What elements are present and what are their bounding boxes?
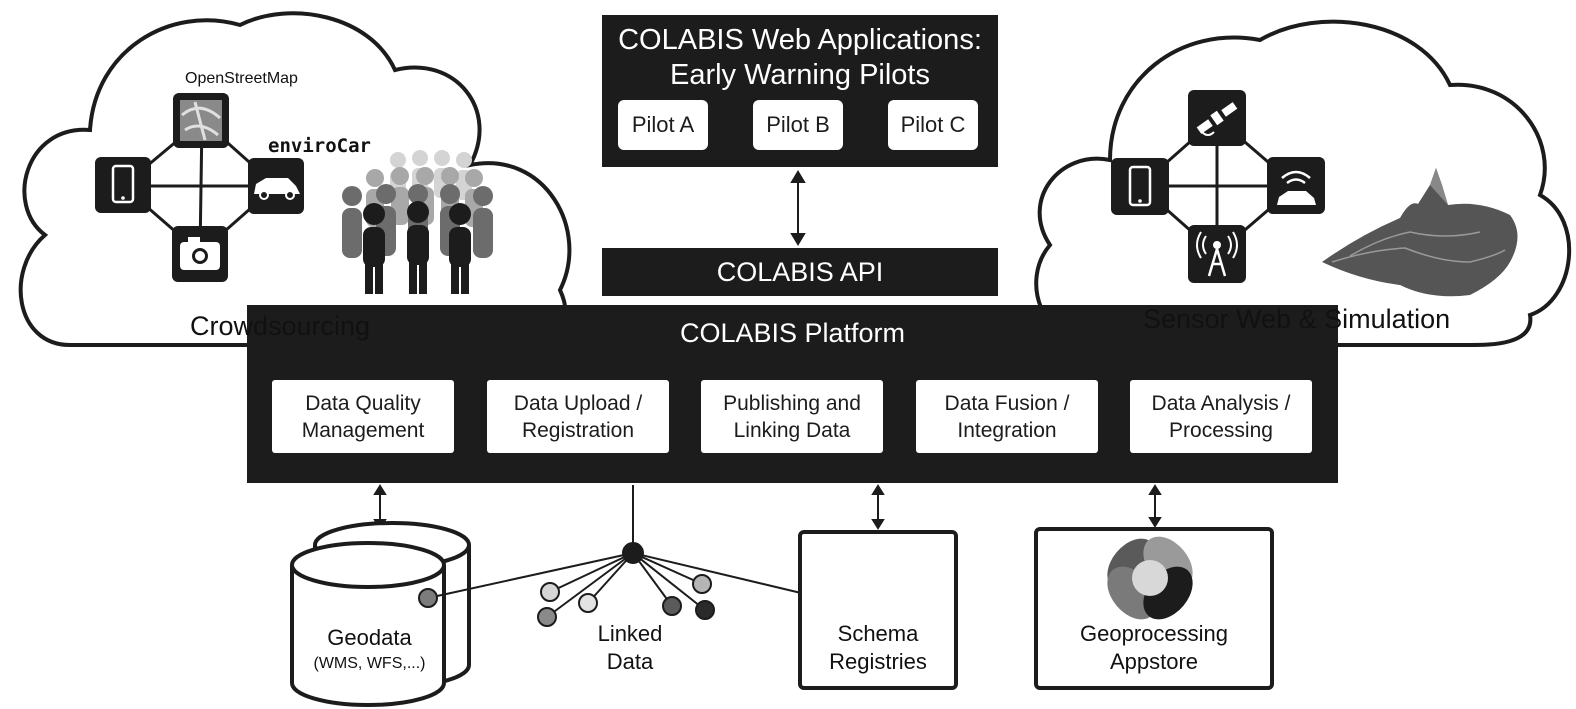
antenna-icon <box>1188 225 1246 283</box>
connected-car-icon <box>1267 157 1325 214</box>
geodata-label: Geodata <box>327 625 412 650</box>
web-applications-title: COLABIS Web Applications: Early Warning … <box>602 23 998 93</box>
crowdsourcing-label: Crowdsourcing <box>190 311 371 341</box>
satellite-icon <box>1188 90 1246 146</box>
geoprocessing-appstore-box <box>1034 527 1274 690</box>
pilot-a-box: Pilot A <box>618 100 708 150</box>
smartphone-icon <box>95 157 151 213</box>
crowd-icon <box>342 150 493 294</box>
terrain-surface-icon <box>1322 168 1518 297</box>
module-publishing-linking-data: Publishing and Linking Data <box>701 380 883 453</box>
module-data-analysis-processing: Data Analysis / Processing <box>1130 380 1312 453</box>
web-applications-title-line2: Early Warning Pilots <box>669 59 930 91</box>
smartphone-icon <box>1111 158 1169 215</box>
geodata-sublabel: (WMS, WFS,...) <box>313 655 426 672</box>
pilot-c-box: Pilot C <box>888 100 978 150</box>
linked-data-network <box>418 485 832 627</box>
module-data-upload-registration: Data Upload / Registration <box>487 380 669 453</box>
camera-icon <box>172 226 228 282</box>
module-data-quality-management: Data Quality Management <box>272 380 454 453</box>
platform-title: COLABIS Platform <box>679 318 906 348</box>
schema-registries-box <box>798 530 958 690</box>
envirocar-label: enviroCar <box>268 135 371 157</box>
module-data-fusion-integration: Data Fusion / Integration <box>916 380 1098 453</box>
linked-data-label: Linked Data <box>597 621 663 674</box>
map-tile-icon <box>173 93 229 148</box>
pilot-b-box: Pilot B <box>753 100 843 150</box>
openstreetmap-label: OpenStreetMap <box>185 70 298 87</box>
connector-arrows <box>373 170 1162 530</box>
geodata-database-icon <box>290 521 471 707</box>
schema-registries-label: Schema Registries <box>829 621 927 674</box>
colabis-api-box: COLABIS API <box>602 248 998 296</box>
geoprocessing-appstore-label: Geoprocessing Appstore <box>1080 621 1228 674</box>
sensor-web-label: Sensor Web & Simulation <box>1143 304 1451 334</box>
car-icon <box>248 158 304 214</box>
appstore-logo-icon <box>1107 536 1193 620</box>
web-applications-title-line1: COLABIS Web Applications: <box>618 24 982 56</box>
